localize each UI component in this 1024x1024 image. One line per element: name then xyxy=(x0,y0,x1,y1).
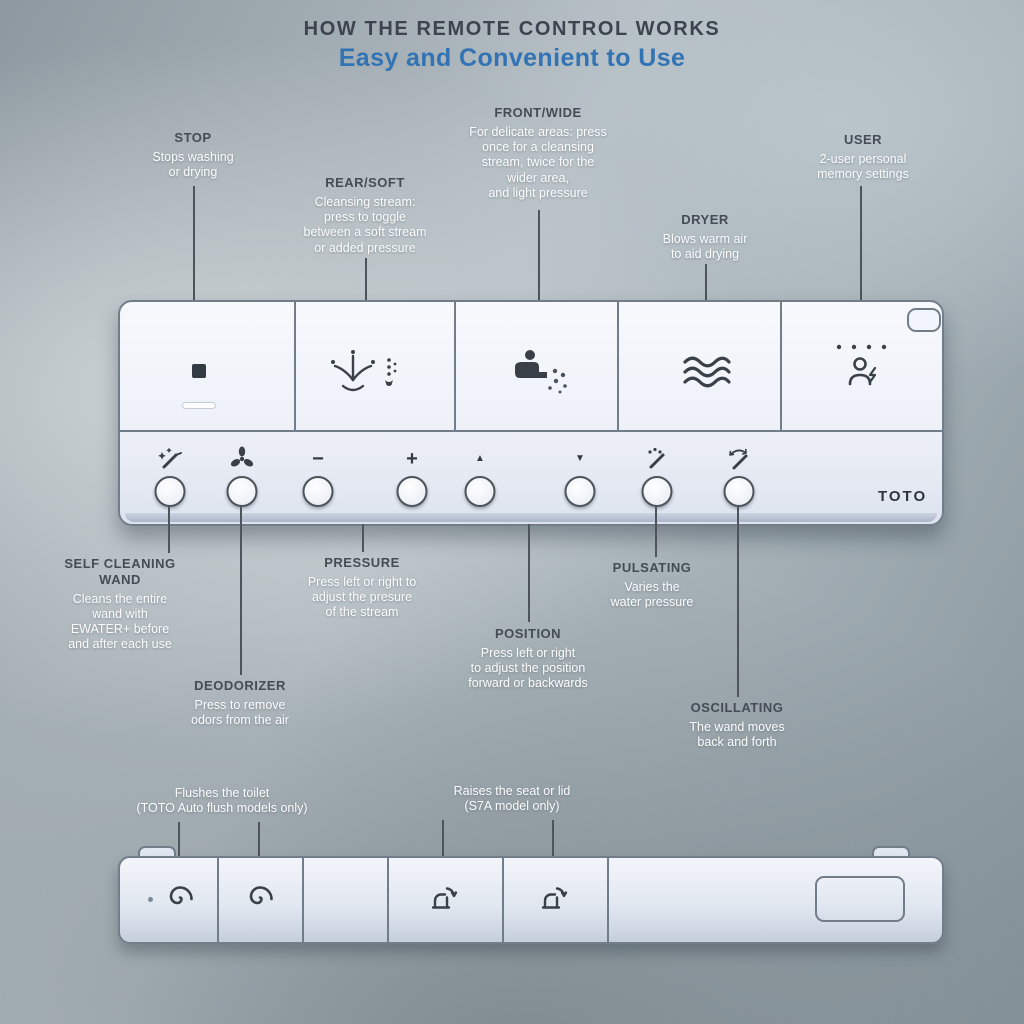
wand-oscillate-icon xyxy=(724,446,754,477)
callout-self-cleaning-wand: SELF CLEANING WAND Cleans the entire wan… xyxy=(40,556,200,653)
callout-stop-body: Stops washing or drying xyxy=(152,149,234,180)
leader-line-stop xyxy=(193,186,195,324)
pressure-plus-button xyxy=(396,476,428,507)
callout-position-title: POSITION xyxy=(494,626,562,641)
callout-user-body: 2-user personal memory settings xyxy=(817,151,909,182)
callout-pressure-title: PRESSURE xyxy=(324,555,400,570)
remote-base-edge xyxy=(125,513,937,522)
triangle-down-icon: ▼ xyxy=(575,453,585,464)
callout-dryer-body: Blows warm air to aid drying xyxy=(662,231,748,262)
deodorizer-button xyxy=(226,476,258,507)
label-seat-lift-function: Raises the seat or lid (S7A model only) xyxy=(397,784,627,815)
callout-deodorizer-title: DEODORIZER xyxy=(194,678,286,693)
remote-corner-clip xyxy=(907,308,941,332)
panel-divider xyxy=(780,302,782,430)
leader-line-rear-soft xyxy=(365,258,367,322)
warm-air-icon xyxy=(680,354,734,395)
rear-spray-icon xyxy=(329,346,405,403)
remote-control-front-view: − + ▲ ▼ TOTO xyxy=(118,300,944,526)
panel-divider xyxy=(502,858,504,942)
panel-divider xyxy=(217,858,219,942)
callout-oscillating-title: OSCILLATING xyxy=(690,700,784,715)
remote-control-side-view xyxy=(118,856,944,944)
callout-stop-title: STOP xyxy=(174,130,212,145)
front-wide-spray-icon xyxy=(500,344,580,403)
wand-sparkle-icon xyxy=(155,446,185,477)
leader-line-pressure xyxy=(362,524,364,552)
callout-front-wide: FRONT/WIDE For delicate areas: press onc… xyxy=(441,105,636,201)
callout-user: USER 2-user personal memory settings xyxy=(778,132,948,182)
callout-stop: STOP Stops washing or drying xyxy=(118,130,268,180)
panel-divider xyxy=(607,858,609,942)
callout-pressure-body: Press left or right to adjust the presur… xyxy=(307,574,417,620)
side-view-slot xyxy=(815,876,905,922)
callout-oscillating: OSCILLATING The wand moves back and fort… xyxy=(652,700,822,750)
callout-user-title: USER xyxy=(843,132,883,147)
panel-divider xyxy=(387,858,389,942)
panel-divider xyxy=(302,858,304,942)
panel-divider xyxy=(617,302,619,430)
callout-self-cleaning-title: SELF CLEANING WAND xyxy=(64,556,176,587)
label-flush-function: Flushes the toilet (TOTO Auto flush mode… xyxy=(87,786,357,817)
callout-rear-soft-title: REAR/SOFT xyxy=(325,175,405,190)
leader-line-self-cleaning xyxy=(168,505,170,553)
pulsating-button xyxy=(641,476,673,507)
panel-divider xyxy=(454,302,456,430)
leader-line-front-wide xyxy=(538,210,540,322)
leader-line-lid-raise xyxy=(552,820,554,856)
minus-icon: − xyxy=(312,448,324,470)
callout-deodorizer: DEODORIZER Press to remove odors from th… xyxy=(153,678,328,728)
callout-rear-soft-body: Cleansing stream: press to toggle betwee… xyxy=(303,194,427,255)
swirl-icon xyxy=(164,882,196,919)
stop-square-icon xyxy=(192,364,206,378)
callout-pressure: PRESSURE Press left or right to adjust t… xyxy=(275,555,450,621)
callout-position-body: Press left or right to adjust the positi… xyxy=(468,645,588,691)
callout-pulsating-title: PULSATING xyxy=(612,560,692,575)
toto-logo: TOTO xyxy=(878,488,928,505)
callout-pulsating-body: Varies the water pressure xyxy=(610,579,694,610)
wand-pulse-icon xyxy=(642,446,672,477)
panel-divider xyxy=(294,302,296,430)
page-title: HOW THE REMOTE CONTROL WORKS xyxy=(303,18,721,40)
leader-line-pulsating xyxy=(655,505,657,557)
fan-icon xyxy=(229,446,255,477)
stop-indicator-light xyxy=(182,402,216,409)
seat-lift-icon xyxy=(538,882,570,919)
leader-line-oscillating xyxy=(737,505,739,697)
callout-front-wide-body: For delicate areas: press once for a cle… xyxy=(469,124,607,200)
seat-lift-icon xyxy=(428,882,460,919)
callout-oscillating-body: The wand moves back and forth xyxy=(689,719,785,750)
pressure-minus-button xyxy=(302,476,334,507)
panel-divider-horizontal xyxy=(120,430,942,432)
callout-dryer-title: DRYER xyxy=(681,212,729,227)
position-up-button xyxy=(464,476,496,507)
self-cleaning-wand-button xyxy=(154,476,186,507)
position-down-button xyxy=(564,476,596,507)
leader-line-user xyxy=(860,186,862,334)
leader-line-deodorizer xyxy=(240,505,242,675)
page-subtitle: Easy and Convenient to Use xyxy=(338,44,686,72)
callout-pulsating: PULSATING Varies the water pressure xyxy=(577,560,727,610)
triangle-up-icon: ▲ xyxy=(475,453,485,464)
plus-icon: + xyxy=(406,448,418,470)
leader-line-flush-1 xyxy=(178,822,180,856)
leader-line-flush-2 xyxy=(258,822,260,856)
callout-position: POSITION Press left or right to adjust t… xyxy=(431,626,626,692)
leader-line-position xyxy=(528,524,530,622)
callout-rear-soft: REAR/SOFT Cleansing stream: press to tog… xyxy=(273,175,458,256)
callout-front-wide-title: FRONT/WIDE xyxy=(494,105,582,120)
oscillating-button xyxy=(723,476,755,507)
side-view-led xyxy=(148,897,153,902)
label-flush-function-text: Flushes the toilet (TOTO Auto flush mode… xyxy=(136,786,308,816)
callout-deodorizer-body: Press to remove odors from the air xyxy=(191,697,289,728)
callout-dryer: DRYER Blows warm air to aid drying xyxy=(625,212,785,262)
label-seat-lift-function-text: Raises the seat or lid (S7A model only) xyxy=(453,784,571,814)
leader-line-dryer xyxy=(705,264,707,322)
user-memory-icon xyxy=(829,342,895,393)
leader-line-seat-raise xyxy=(442,820,444,856)
swirl-icon xyxy=(244,882,276,919)
callout-self-cleaning-body: Cleans the entire wand with EWATER+ befo… xyxy=(68,591,172,652)
